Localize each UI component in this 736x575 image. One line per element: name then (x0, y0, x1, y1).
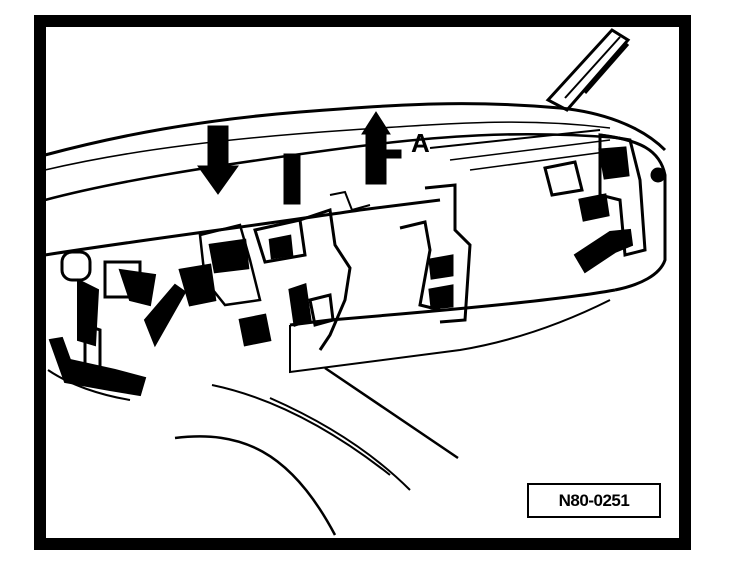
connector-bracket (283, 153, 352, 351)
reference-code-box: N80-0251 (527, 483, 661, 518)
outer-border (34, 15, 691, 550)
callout-label-a: A (411, 128, 430, 158)
center-mount-assembly (178, 218, 307, 347)
down-arrow-icon (197, 125, 239, 195)
mounting-plate (329, 183, 472, 324)
dashboard-top (44, 102, 667, 202)
up-arrow-icon (361, 111, 402, 185)
windshield-pillar (545, 28, 631, 112)
right-side-bracket (543, 133, 666, 257)
pointing-hand-icon-left (48, 336, 147, 397)
bracket-left (60, 250, 187, 377)
pointing-hand-icon (573, 228, 634, 274)
lower-body-lines (44, 198, 459, 536)
